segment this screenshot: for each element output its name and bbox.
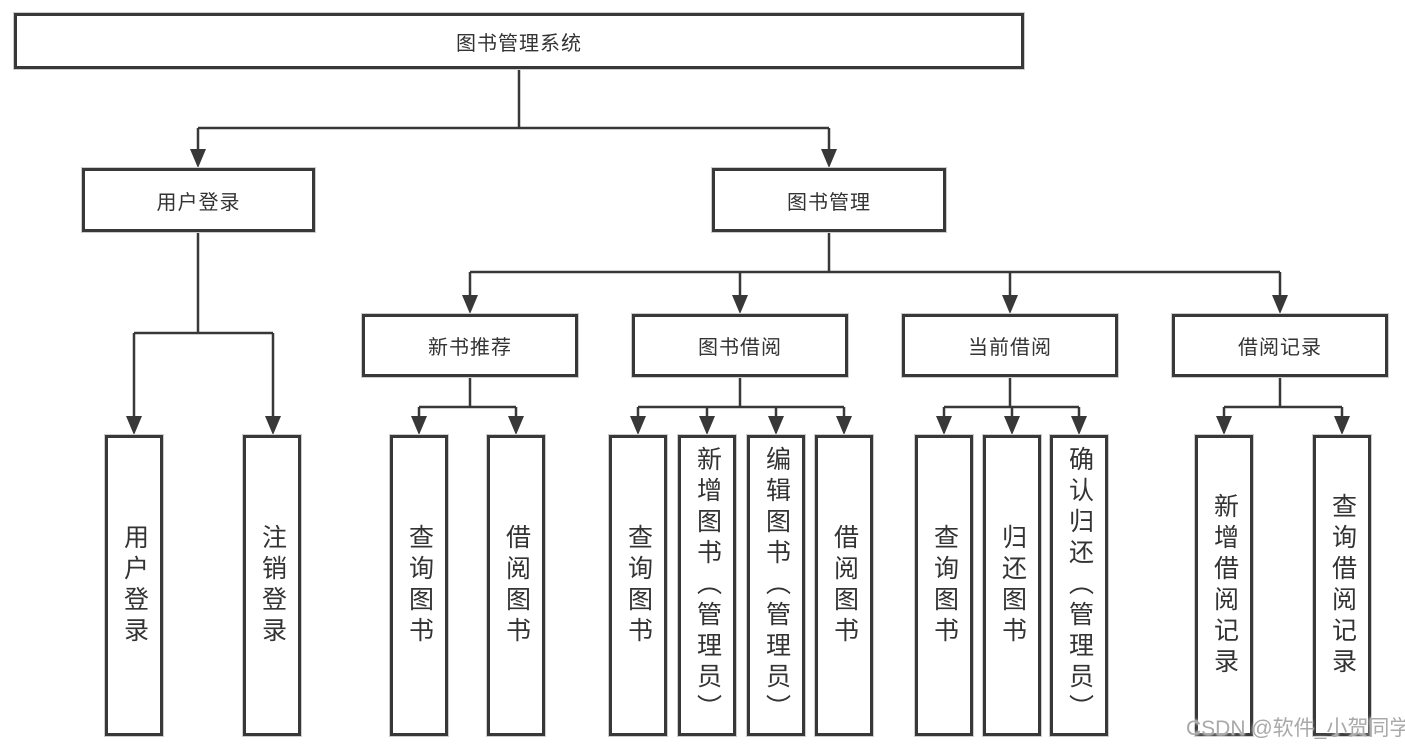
leaf-borrow-books-borrowing: 借阅图书 [815, 435, 873, 736]
leaf-confirm-return-admin-label: 确认归还（管理员） [1065, 446, 1094, 725]
leaf-logout: 注销登录 [243, 435, 301, 736]
leaf-query-books-recommend-label: 查询图书 [405, 523, 434, 648]
leaf-query-borrow-record-label: 查询借阅记录 [1328, 492, 1357, 679]
leaf-logout-label: 注销登录 [258, 523, 287, 648]
node-current-borrowing-label: 当前借阅 [968, 337, 1052, 359]
node-book-management: 图书管理 [712, 168, 946, 232]
node-user-login-label: 用户登录 [156, 191, 241, 214]
leaf-add-books-admin-label: 新增图书（管理员） [693, 446, 722, 725]
leaf-query-books-borrowing: 查询图书 [609, 435, 667, 736]
leaf-add-borrow-record: 新增借阅记录 [1195, 435, 1253, 736]
node-new-book-recommend: 新书推荐 [362, 314, 578, 377]
leaf-return-books: 归还图书 [983, 435, 1041, 736]
node-book-borrowing: 图书借阅 [632, 314, 848, 377]
csdn-watermark: CSDN @软件_小贺同学 [1186, 717, 1405, 740]
node-current-borrowing: 当前借阅 [902, 314, 1118, 377]
leaf-return-books-label: 归还图书 [998, 523, 1027, 648]
leaf-borrow-books-borrowing-label: 借阅图书 [830, 523, 859, 648]
node-borrow-records-label: 借阅记录 [1238, 337, 1322, 359]
node-library-system-label: 图书管理系统 [456, 32, 582, 55]
leaf-borrow-books-recommend: 借阅图书 [487, 435, 545, 736]
leaf-user-login: 用户登录 [105, 435, 163, 736]
node-book-borrowing-label: 图书借阅 [698, 337, 782, 359]
node-book-management-label: 图书管理 [787, 191, 871, 214]
leaf-user-login-label: 用户登录 [120, 523, 149, 648]
leaf-add-borrow-record-label: 新增借阅记录 [1210, 492, 1239, 679]
leaf-confirm-return-admin: 确认归还（管理员） [1050, 435, 1108, 736]
node-user-login: 用户登录 [82, 168, 315, 232]
leaf-query-borrow-record: 查询借阅记录 [1313, 435, 1371, 736]
leaf-query-books-borrowing-label: 查询图书 [624, 523, 653, 648]
tree-edges [132, 69, 1344, 419]
leaf-borrow-books-recommend-label: 借阅图书 [502, 523, 531, 648]
node-borrow-records: 借阅记录 [1172, 314, 1388, 377]
leaf-query-books-current-label: 查询图书 [930, 523, 959, 648]
leaf-query-books-recommend: 查询图书 [390, 435, 448, 736]
leaf-add-books-admin: 新增图书（管理员） [678, 435, 736, 736]
node-new-book-recommend-label: 新书推荐 [428, 337, 512, 359]
leaf-edit-books-admin: 编辑图书（管理员） [747, 435, 805, 736]
leaf-query-books-current: 查询图书 [915, 435, 973, 736]
leaf-edit-books-admin-label: 编辑图书（管理员） [762, 446, 791, 725]
node-library-system: 图书管理系统 [14, 13, 1024, 69]
